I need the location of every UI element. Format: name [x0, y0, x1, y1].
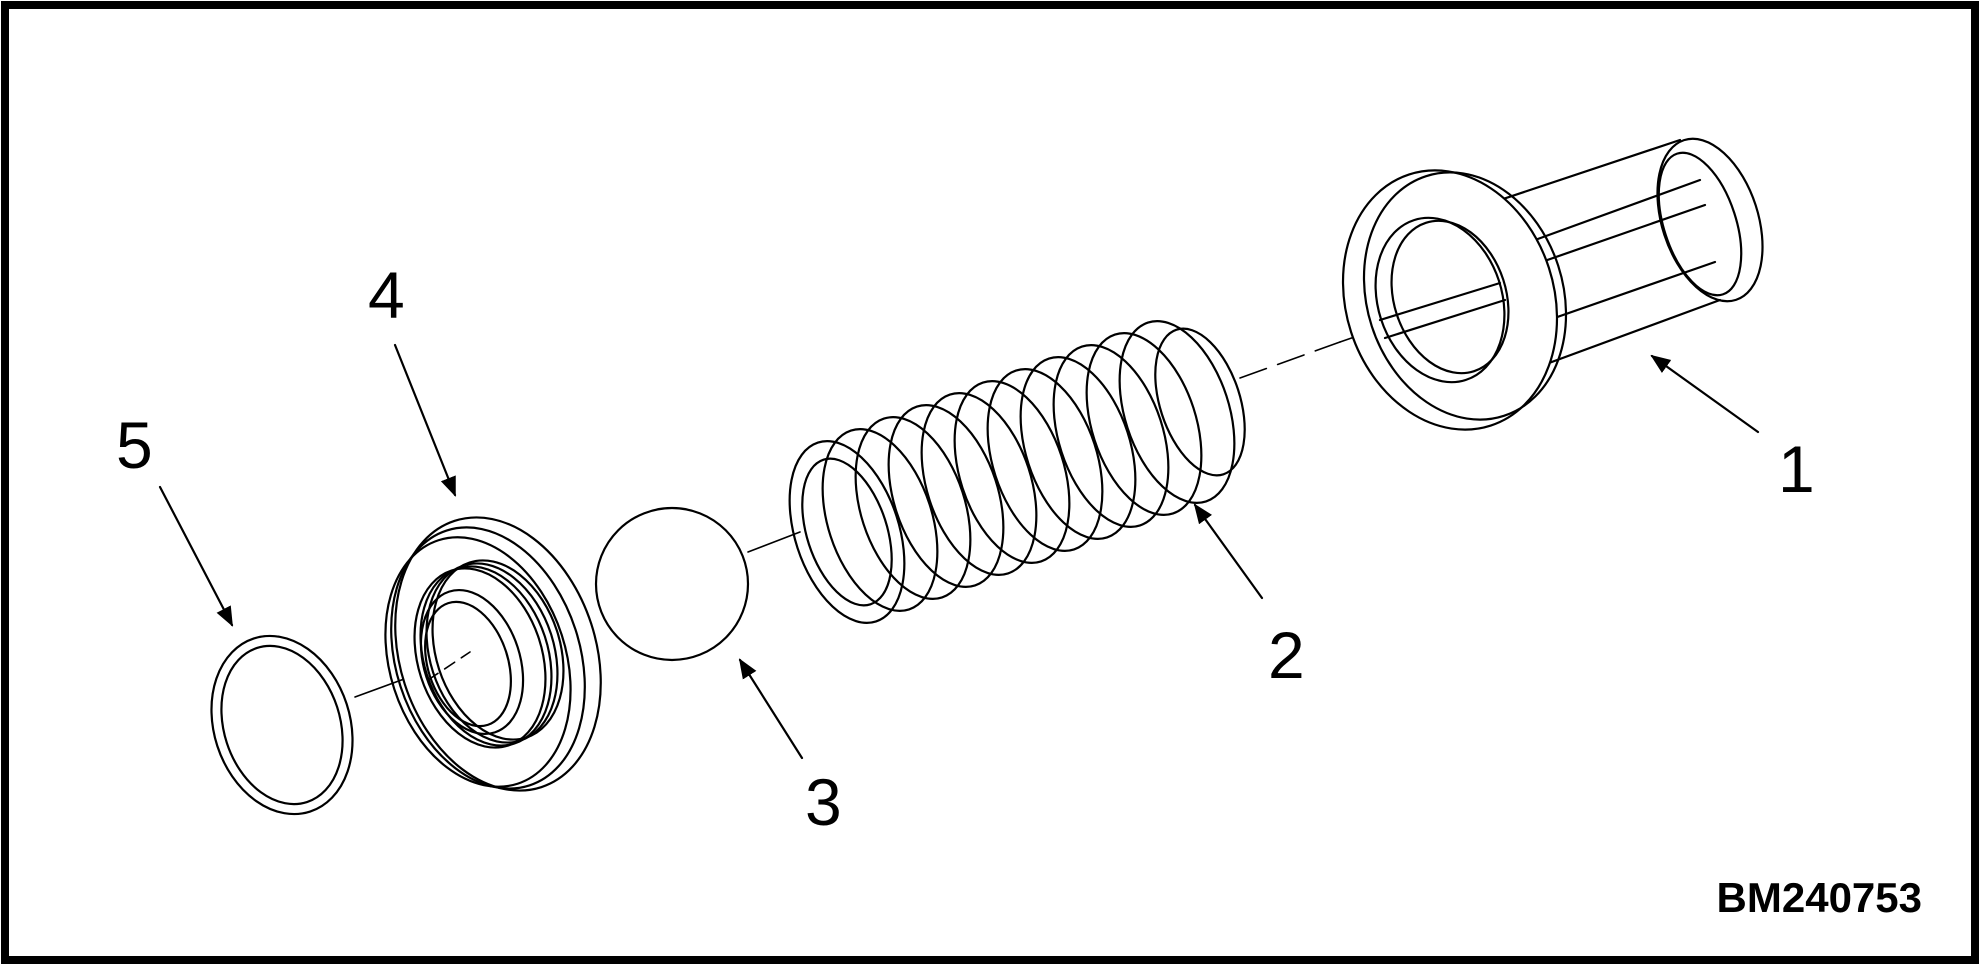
callout-2: 2 — [1268, 618, 1305, 692]
spring — [788, 320, 1246, 624]
arrow-3 — [738, 658, 804, 760]
callout-1: 1 — [1778, 432, 1815, 506]
flanged-seat — [384, 516, 602, 792]
o-ring — [210, 634, 354, 816]
arrow-2 — [1193, 503, 1264, 600]
figure-id: BM240753 — [1717, 874, 1922, 921]
callout-5: 5 — [116, 408, 153, 482]
callout-arrows — [158, 343, 1760, 760]
flanged-sleeve — [1341, 137, 1764, 431]
callout-4: 4 — [368, 258, 405, 332]
arrow-1 — [1650, 354, 1760, 434]
callout-3: 3 — [805, 765, 842, 839]
arrow-4 — [393, 343, 457, 497]
check-ball — [594, 506, 750, 662]
arrow-5 — [158, 485, 234, 627]
